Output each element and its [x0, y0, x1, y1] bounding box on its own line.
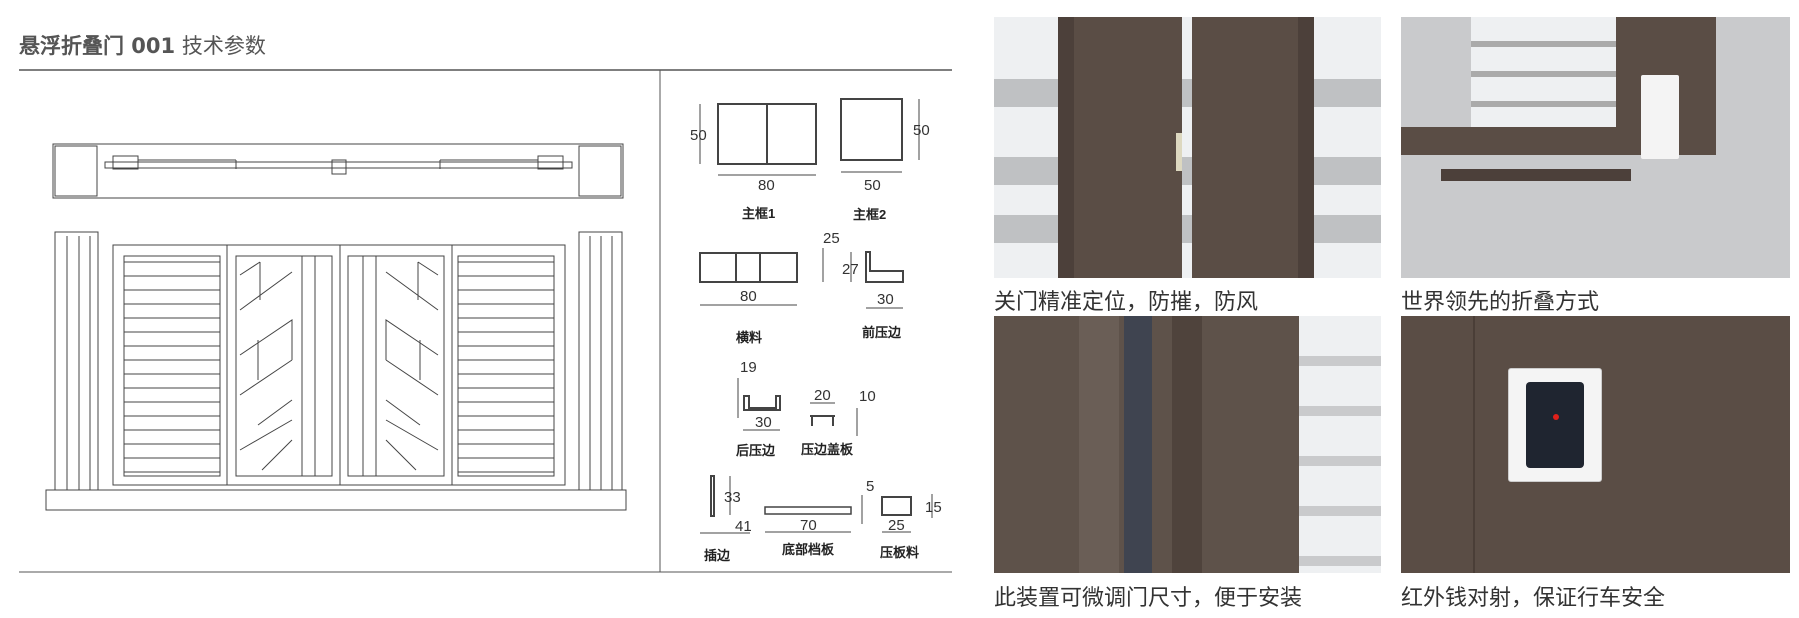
dim-height: 15 [925, 499, 942, 516]
profile-main-frame-2: 50 50 主框2 [840, 98, 930, 222]
photo-caption: 此装置可微调门尺寸，便于安装 [994, 586, 1303, 611]
profile-label: 前压边 [862, 325, 902, 340]
title-model: 悬浮折叠门 001 [19, 34, 176, 58]
profile-label: 压边盖板 [801, 442, 854, 457]
photo-infrared-sensor [1401, 316, 1790, 573]
dim-width: 80 [740, 288, 757, 305]
profile-label: 底部档板 [782, 542, 835, 557]
technical-drawing: 50 80 主框1 50 50 主框2 25 80 横料 27 30 前压边 1… [19, 69, 952, 573]
sensor-housing [1508, 368, 1602, 482]
dim-width: 80 [758, 177, 775, 194]
dim-width: 20 [814, 387, 831, 404]
dim-width: 25 [888, 517, 905, 534]
profile-label: 主框2 [853, 207, 886, 222]
photo-caption: 红外钱对射，保证行车安全 [1401, 586, 1666, 611]
photo-folding-mechanism [1401, 17, 1790, 278]
profile-rear-bead: 19 30 后压边 [736, 359, 781, 458]
dim-height: 27 [842, 261, 859, 278]
profile-bead-cover: 20 10 压边盖板 [801, 387, 876, 457]
profile-label: 后压边 [736, 443, 776, 458]
dim-width: 30 [755, 414, 772, 431]
profile-label: 插边 [704, 548, 731, 563]
profile-insert-strip: 33 41 插边 [700, 475, 752, 563]
page-title: 悬浮折叠门 001 技术参数 [19, 30, 266, 60]
profile-bottom-plate: 70 5 底部档板 [764, 478, 874, 557]
photo-caption: 关门精准定位，防摧，防风 [994, 290, 1259, 315]
dim-height: 33 [724, 489, 741, 506]
profile-press-plate: 15 25 压板料 [880, 494, 942, 560]
profile-main-frame-1: 50 80 主框1 [690, 103, 817, 221]
dim-height: 50 [913, 122, 930, 139]
dim-width: 41 [735, 518, 752, 535]
dim-width: 70 [800, 517, 817, 534]
dim-width: 50 [864, 177, 881, 194]
dim-height: 19 [740, 359, 757, 376]
title-suffix: 技术参数 [181, 34, 266, 58]
dim-height: 10 [859, 388, 876, 405]
gate-top-view [52, 143, 624, 199]
profile-label: 主框1 [742, 206, 775, 221]
dim-height: 25 [823, 230, 840, 247]
gate-elevation [45, 231, 627, 511]
profile-crossbar: 25 80 横料 [699, 230, 840, 345]
dim-height: 5 [866, 478, 874, 495]
photo-adjustment-device [994, 316, 1381, 573]
profile-front-bead: 27 30 前压边 [842, 251, 904, 340]
dim-height: 50 [690, 127, 707, 144]
dim-width: 30 [877, 291, 894, 308]
profile-label: 压板料 [880, 545, 919, 560]
profile-label: 横料 [736, 330, 762, 345]
led-indicator [1553, 414, 1559, 420]
photo-closing-position [994, 17, 1381, 278]
photo-caption: 世界领先的折叠方式 [1401, 290, 1600, 315]
